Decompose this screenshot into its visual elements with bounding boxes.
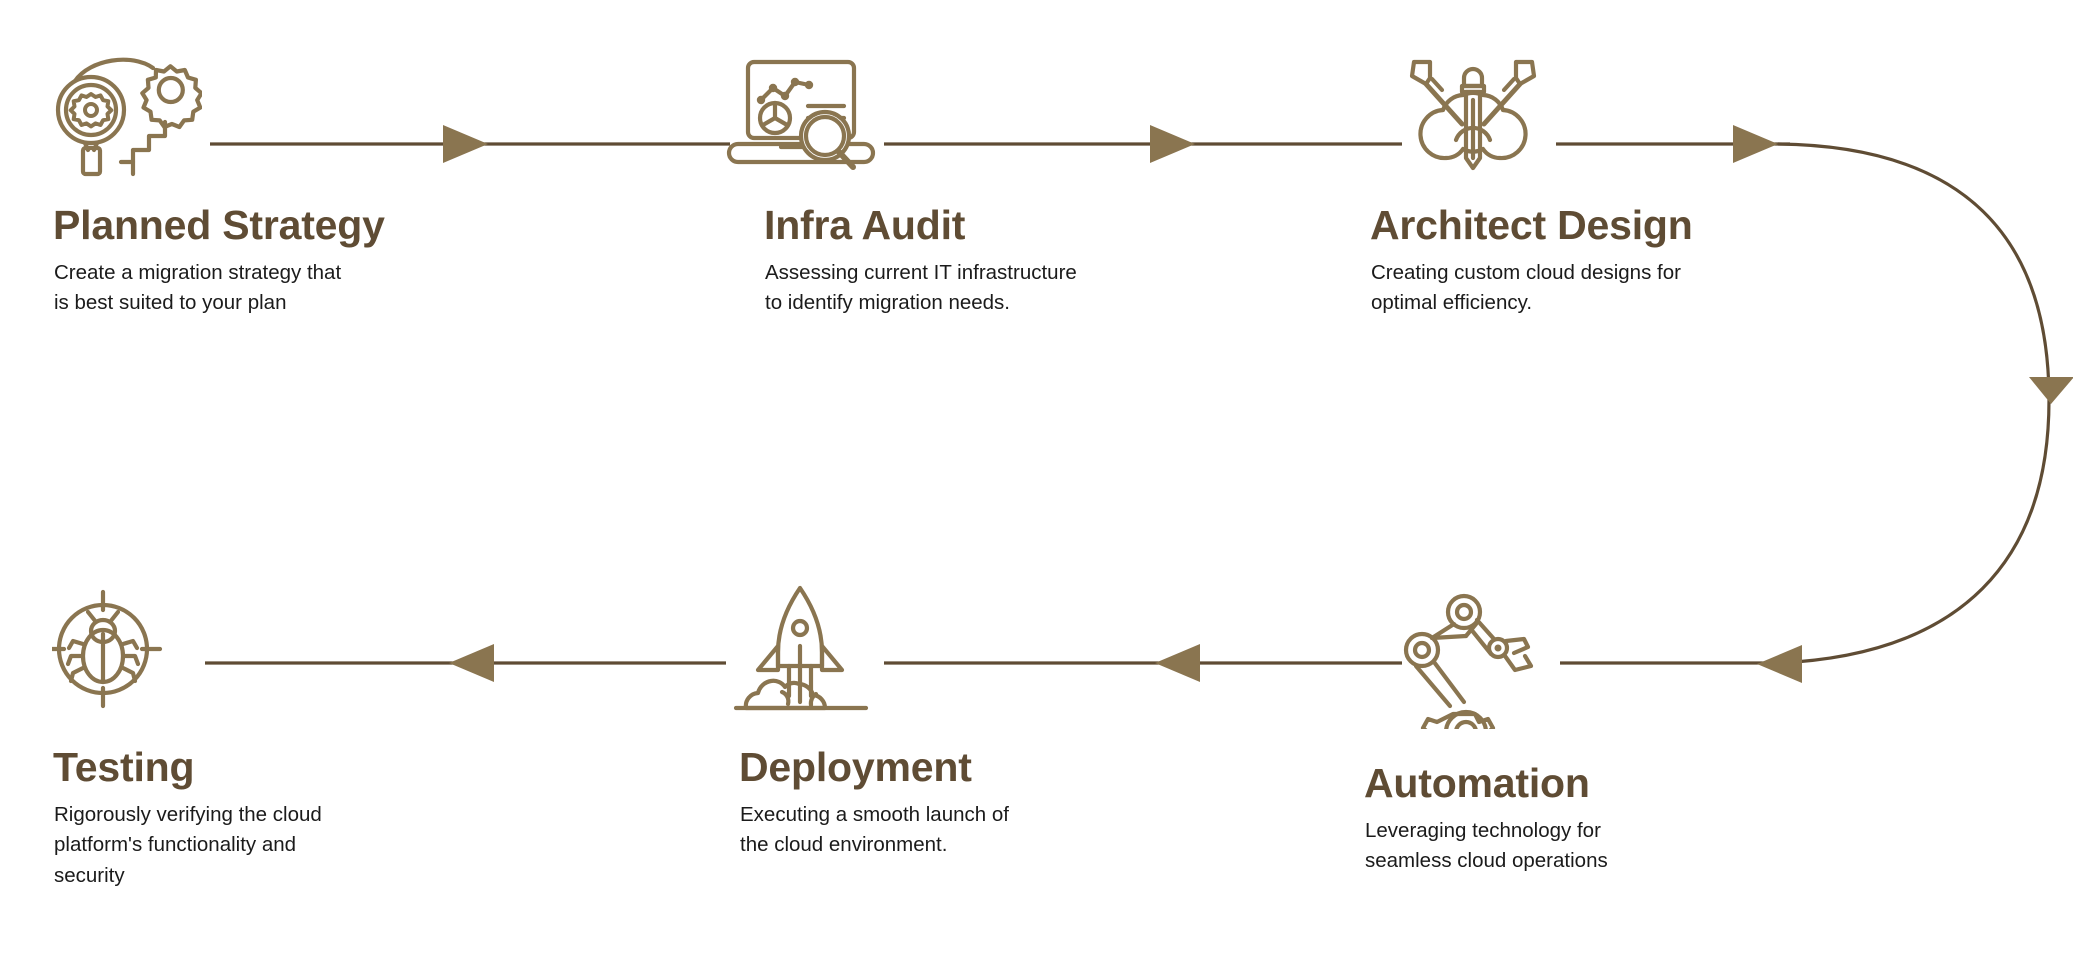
step-description: Assessing current IT infrastructure to i…: [765, 261, 1077, 315]
rocket-launch-icon: [726, 584, 1156, 719]
step-infra-audit: Infra Audit Assessing current IT infrast…: [726, 48, 1156, 319]
step-testing: Testing Rigorously verifying the cloud p…: [52, 584, 482, 891]
step-automation: Automation Leveraging technology for sea…: [1364, 584, 1828, 877]
step-description: Rigorously verifying the cloud platform'…: [54, 803, 322, 887]
step-architect-design: Architect Design Creating custom cloud d…: [1370, 48, 1828, 319]
step-title: Infra Audit: [764, 202, 966, 248]
step-description: Creating custom cloud designs for optima…: [1371, 261, 1681, 315]
cloud-paintbrush-pencil-icon: [1398, 48, 1828, 183]
step-title: Architect Design: [1370, 202, 1693, 248]
step-title: Planned Strategy: [53, 202, 385, 248]
step-description: Leveraging technology for seamless cloud…: [1365, 819, 1608, 873]
magnifier-gears-steps-icon: [52, 48, 482, 183]
bug-crosshair-target-icon: [52, 584, 482, 719]
step-title: Deployment: [739, 744, 972, 790]
step-deployment: Deployment Executing a smooth launch of …: [726, 584, 1156, 861]
step-title: Testing: [53, 744, 195, 790]
step-description: Create a migration strategy that is best…: [54, 261, 342, 315]
step-description: Executing a smooth launch of the cloud e…: [740, 803, 1009, 857]
step-planned-strategy: Planned Strategy Create a migration stra…: [52, 48, 482, 319]
robotic-arm-gear-icon: [1398, 584, 1828, 729]
laptop-analytics-magnifier-icon: [726, 48, 1156, 183]
step-title: Automation: [1364, 760, 1590, 806]
